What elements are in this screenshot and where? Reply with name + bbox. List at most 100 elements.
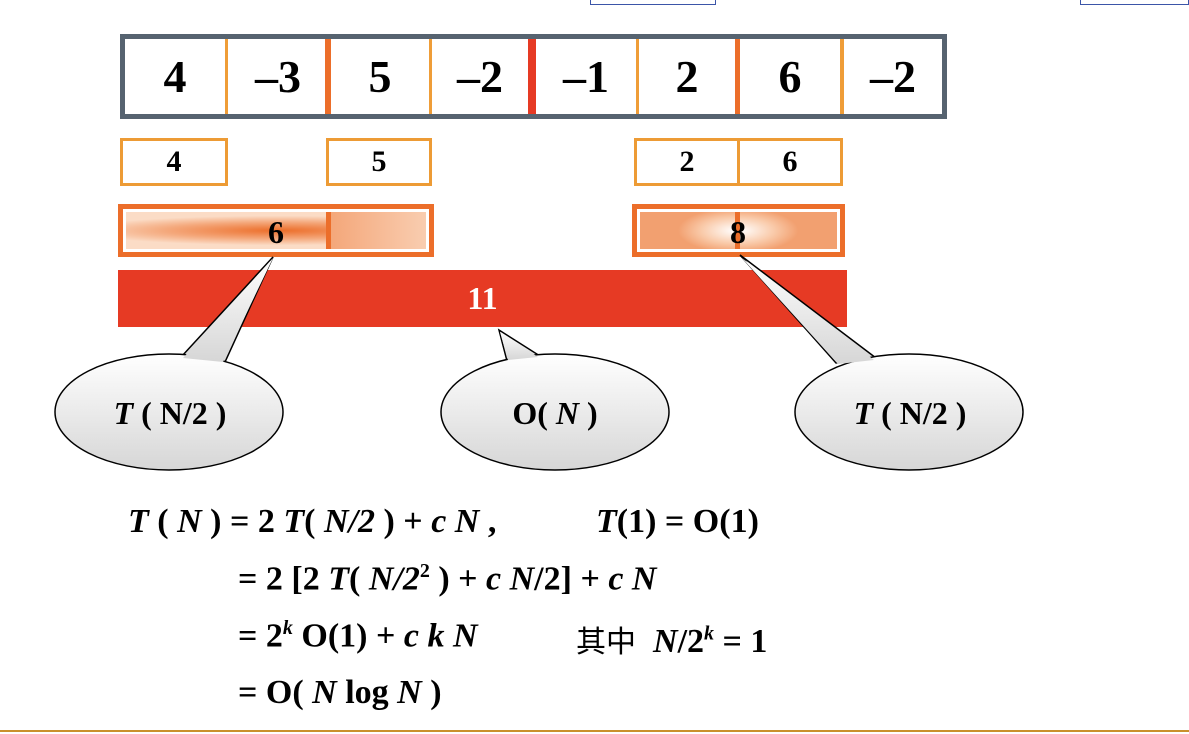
- eq-symbol: T: [128, 503, 149, 540]
- array-value: 2: [675, 51, 699, 102]
- eq-symbol: N/2: [323, 503, 375, 540]
- eq-text: = 2 [2: [238, 560, 329, 598]
- eq-text: (1) = O(1): [616, 503, 759, 540]
- callout-middle: [440, 328, 670, 471]
- sum-divider-left: [326, 212, 331, 249]
- callout-arg: N/2: [899, 394, 948, 431]
- sum-fill-right-2: [740, 212, 837, 249]
- divider-thin: [429, 39, 432, 114]
- equation-line-3: = 2k O(1) + c k N: [238, 617, 478, 655]
- array-value: –2: [870, 51, 916, 102]
- array-cell-4: –2: [432, 39, 528, 114]
- eq-symbol: N: [177, 503, 202, 540]
- eq-symbol: N: [397, 674, 422, 711]
- small-value-text: 5: [371, 145, 387, 178]
- small-value-text: 4: [166, 145, 182, 178]
- divider-thin: [840, 39, 844, 114]
- small-value: 6: [740, 141, 840, 183]
- equation-base-case: T(1) = O(1): [596, 503, 759, 541]
- eq-exponent: k: [282, 617, 293, 639]
- eq-text: [446, 503, 455, 540]
- bottom-rule: [0, 730, 1189, 732]
- callout-fn: O: [512, 394, 538, 431]
- callout-arg: N: [555, 394, 579, 431]
- divider-center: [528, 39, 536, 114]
- eq-text: = 2: [238, 617, 283, 655]
- eq-text: ) +: [429, 560, 487, 598]
- eq-text: O(1) +: [292, 617, 404, 655]
- small-box-divider: [737, 141, 740, 183]
- eq-text: = 1: [714, 623, 768, 660]
- small-box-right: [634, 138, 843, 186]
- small-box-left-1: [120, 138, 228, 186]
- eq-text: /2: [677, 623, 705, 660]
- small-value: 4: [123, 141, 225, 183]
- array-cell-8: –2: [844, 39, 942, 114]
- eq-symbol: N/2: [368, 560, 420, 598]
- eq-symbol: N: [501, 560, 535, 598]
- sum-box-right: [632, 204, 845, 257]
- divider-thin: [636, 39, 639, 114]
- sum-value-right: 8: [688, 209, 788, 255]
- eq-symbol: c: [403, 617, 419, 655]
- array-value: 6: [778, 51, 802, 102]
- sum-box-left: [118, 204, 434, 257]
- small-value-text: 2: [679, 145, 695, 178]
- equation-line-4: = O( N log N ): [238, 674, 442, 712]
- equation-line-2: = 2 [2 T( N/22 ) + c N/2] + c N: [238, 560, 656, 598]
- callout-arg: N/2: [159, 394, 208, 431]
- eq-text: = O(: [238, 674, 313, 711]
- callout-fn: T: [853, 394, 874, 431]
- small-value: 2: [637, 141, 737, 183]
- array-cell-3: 5: [331, 39, 429, 114]
- total-value: 11: [467, 280, 498, 316]
- eq-symbol: c: [431, 503, 447, 540]
- equation-line-3-condition: 其中 N/2k = 1: [576, 617, 767, 661]
- callout-fn: T: [113, 394, 134, 431]
- eq-symbol: N: [653, 623, 678, 660]
- eq-cjk-label: 其中: [576, 625, 636, 660]
- eq-exponent: 2: [419, 560, 430, 582]
- eq-symbol: T: [283, 503, 305, 540]
- eq-symbol: T: [328, 560, 349, 598]
- eq-symbol: c: [486, 560, 502, 598]
- eq-text: /2] +: [534, 560, 609, 598]
- callout-right-label: T ( N/2 ): [853, 394, 967, 431]
- sum-value-left-text: 6: [268, 213, 284, 250]
- eq-symbol: N: [631, 560, 657, 598]
- array-value: –2: [457, 51, 503, 102]
- array-frame: [120, 34, 947, 119]
- top-corner-box-left: [590, 0, 716, 5]
- array-cell-6: 2: [639, 39, 735, 114]
- sum-fill-left: [126, 212, 326, 249]
- eq-symbol: k: [427, 617, 445, 655]
- callout-left-label: T ( N/2 ): [113, 394, 227, 431]
- small-value: 5: [329, 141, 429, 183]
- eq-text: log: [336, 674, 398, 711]
- divider-mid: [735, 39, 740, 114]
- sum-value-left: 6: [226, 209, 326, 255]
- array-value: 4: [163, 51, 187, 102]
- eq-symbol: c: [608, 560, 624, 598]
- callout-right: [739, 254, 1024, 471]
- eq-symbol: N: [454, 503, 480, 540]
- eq-text: ,: [479, 503, 497, 540]
- eq-symbol: N: [452, 617, 478, 655]
- array-value: –1: [563, 51, 609, 102]
- eq-text: (: [348, 560, 369, 598]
- array-cell-1: 4: [125, 39, 225, 114]
- array-value: –3: [255, 51, 301, 102]
- eq-symbol: T: [596, 503, 617, 540]
- eq-text: ): [421, 674, 442, 711]
- equation-line-1: T ( N ) = 2 T( N/2 ) + c N ,: [128, 503, 497, 540]
- sum-value-right-text: 8: [730, 213, 746, 250]
- sum-fill-right: [640, 212, 735, 249]
- array-cell-7: 6: [740, 39, 840, 114]
- small-value-text: 6: [782, 145, 798, 178]
- eq-exponent: k: [704, 622, 715, 645]
- small-box-left-2: [326, 138, 432, 186]
- eq-text: (: [304, 503, 324, 540]
- sum-divider-right: [735, 212, 740, 249]
- eq-symbol: N: [312, 674, 337, 711]
